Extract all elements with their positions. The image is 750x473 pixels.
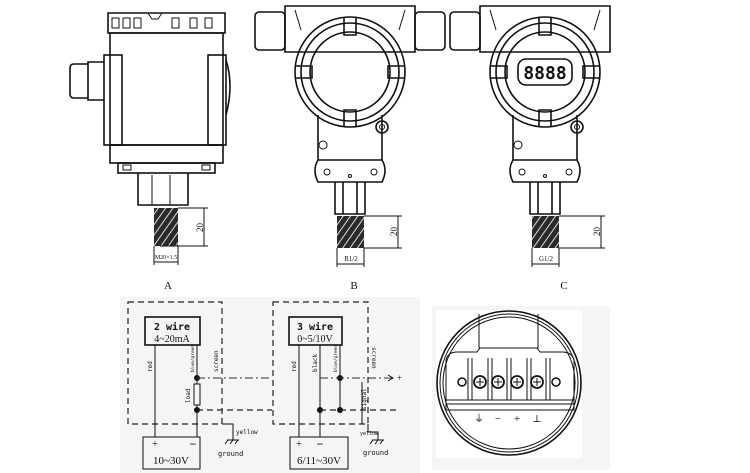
terminal-label-chassis: ⊥	[532, 414, 541, 425]
power-supply-3wire	[289, 436, 349, 470]
terminal-screws	[457, 375, 561, 389]
dimension-b: 20	[389, 227, 399, 237]
wiring-2wire: 2 wire 4~20mA red blue/green screen load…	[127, 301, 272, 470]
thread-label-a: M20×1.5	[155, 255, 177, 261]
2wire-title: 2 wire	[154, 321, 190, 333]
thread-label-b: R1/2	[344, 255, 358, 263]
label-blue-green: blue/green	[190, 345, 196, 372]
figure-label-b: B	[350, 280, 357, 292]
supply-minus: −	[190, 437, 197, 451]
thread-c	[532, 216, 559, 248]
figure-c-front-view-display: 8888 20 G1/2 C	[449, 5, 611, 292]
supply-plus: +	[296, 439, 302, 450]
lcd-display: 8888	[523, 63, 566, 84]
label-blue-green: blue/green	[333, 345, 339, 372]
load-resistor	[193, 383, 201, 406]
supply-minus: −	[317, 437, 324, 451]
terminal-label-ground: ⏚	[474, 413, 484, 425]
label-yellow: yellow	[236, 429, 258, 436]
label-red: red	[147, 361, 154, 372]
terminal-block: ⏚ − + ⊥	[432, 306, 610, 470]
label-screen: screen	[213, 350, 220, 372]
thread-label-c: G1/2	[539, 255, 554, 263]
terminal-label-minus: −	[495, 413, 501, 425]
figure-a-side-view: 20 M20×1.5 A	[69, 12, 231, 292]
wiring-3wire: 3 wire 0~5/10V + red black blue/green sc…	[272, 301, 402, 470]
label-ground: ground	[363, 449, 388, 457]
dimension-a: 20	[195, 223, 205, 233]
3wire-output: 0~5/10V	[297, 334, 333, 345]
label-yellow: yellow	[360, 431, 379, 437]
terminal-label-plus: +	[514, 413, 520, 425]
figure-b-front-view: 20 R1/2 B	[254, 5, 446, 292]
power-supply-2wire	[142, 436, 201, 470]
supply-plus: +	[152, 439, 158, 450]
label-red: red	[291, 361, 298, 372]
supply-voltage-3wire: 6/11~30V	[297, 455, 341, 467]
figure-label-c: C	[560, 280, 567, 292]
label-signal: signal	[361, 388, 368, 410]
thread-b	[337, 216, 364, 248]
label-screen: screen	[370, 347, 377, 369]
2wire-output: 4~20mA	[154, 334, 190, 345]
label-black: black	[312, 354, 319, 372]
label-ground: ground	[218, 450, 243, 458]
label-load: load	[185, 388, 192, 403]
output-plus: +	[397, 373, 402, 383]
dimension-c: 20	[592, 227, 602, 237]
3wire-title: 3 wire	[297, 321, 333, 333]
supply-voltage-2wire: 10~30V	[153, 455, 189, 467]
figure-label-a: A	[164, 280, 172, 292]
thread-a	[154, 208, 178, 246]
